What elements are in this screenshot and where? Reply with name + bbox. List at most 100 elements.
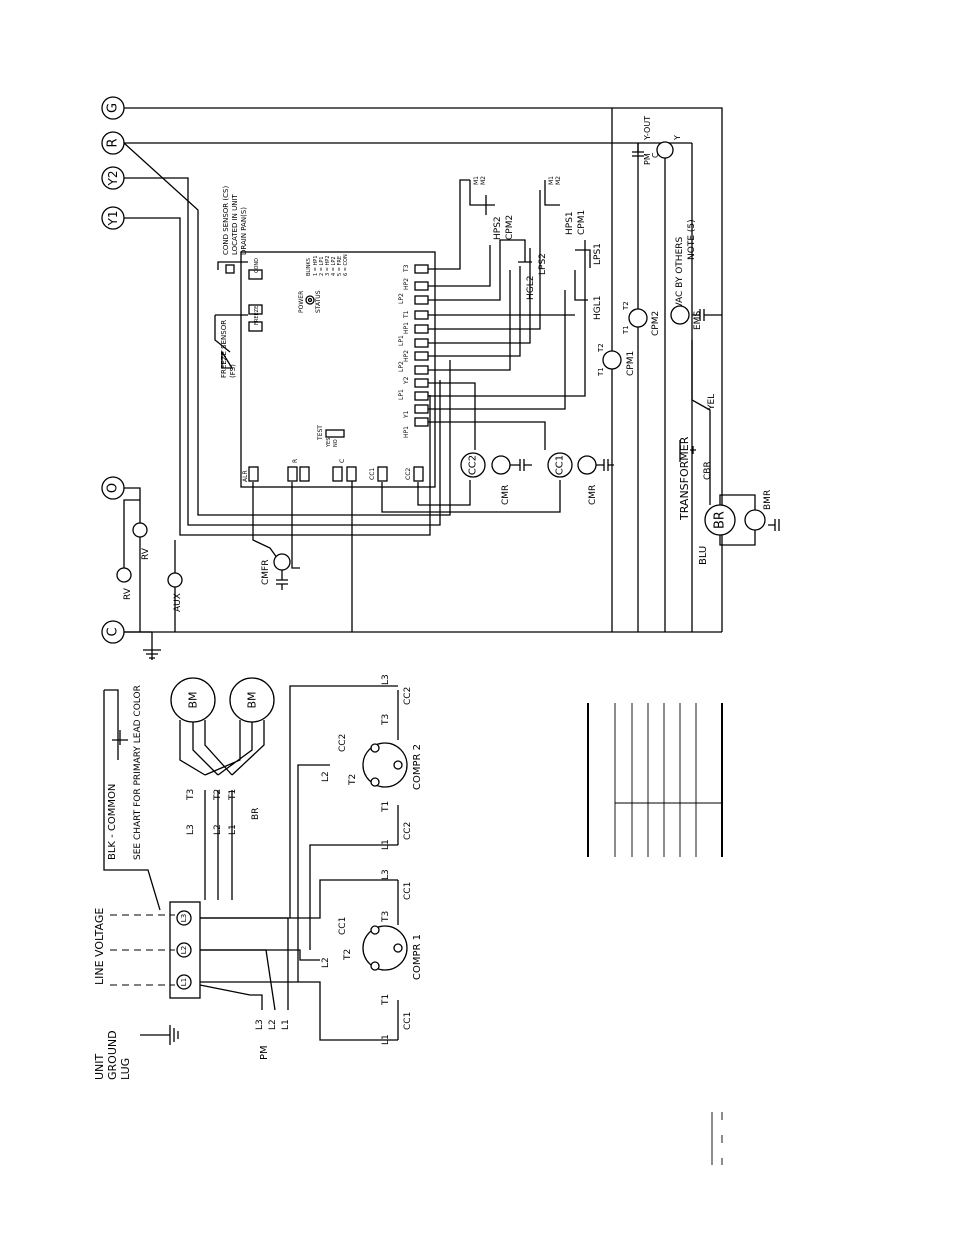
ems-label: EMS bbox=[693, 311, 703, 330]
blk-common-label: BLK - COMMON bbox=[107, 784, 118, 860]
pin-hp2-b-label: HP2 bbox=[403, 278, 410, 290]
terminal-y1-label: Y1 bbox=[106, 211, 120, 227]
transformer-label: TRANSFORMER bbox=[678, 436, 691, 521]
cpm1-t1: T1 bbox=[597, 367, 605, 377]
compr-1-cc1-a: CC1 bbox=[338, 917, 348, 935]
pin-cc1-label: CC1 bbox=[369, 468, 376, 480]
m1-label-2: M1 bbox=[473, 176, 480, 185]
test-no-label: NO bbox=[333, 439, 339, 447]
compr-2-cc2-c: CC2 bbox=[403, 687, 413, 705]
cmfr-label: CMFR bbox=[261, 560, 271, 585]
pm-feed-label: PM bbox=[259, 1045, 270, 1060]
pin-y2-label: Y2 bbox=[403, 376, 410, 385]
m2-label-2: M2 bbox=[480, 176, 487, 185]
compr-2-t3: T3 bbox=[381, 714, 391, 726]
cmfr-relay bbox=[273, 553, 291, 571]
pin-r-1 bbox=[287, 466, 298, 482]
freeze-pin-label: FREEZE bbox=[254, 306, 260, 325]
compr-2-label: COMPR 2 bbox=[412, 744, 423, 790]
pin-r-2 bbox=[299, 466, 310, 482]
br-l1: L1 bbox=[228, 824, 238, 835]
lps1-label: LPS1 bbox=[593, 243, 603, 265]
pin-cc2-label: CC2 bbox=[405, 468, 412, 480]
compressor-2 bbox=[362, 742, 408, 788]
y-relay bbox=[656, 141, 674, 159]
compr-1-cc1-c: CC1 bbox=[403, 882, 413, 900]
blinks-2: 2 = LP1 bbox=[319, 256, 325, 276]
compr-1-l2: L2 bbox=[321, 957, 331, 968]
status-label: STATUS bbox=[315, 290, 322, 313]
pin-hp1-b-label: HP1 bbox=[403, 322, 410, 334]
power-label: POWER bbox=[298, 291, 305, 313]
compr-1-l3: L3 bbox=[381, 869, 391, 880]
cpm1-label-relay: CPM1 bbox=[626, 351, 636, 376]
freeze-pin-2 bbox=[248, 321, 263, 332]
rv-label-2: RV bbox=[141, 547, 151, 560]
vac-note-2: NOTE (5) bbox=[687, 219, 697, 260]
pin-alr-label: ALR bbox=[242, 470, 249, 482]
terminal-y2-label: Y2 bbox=[106, 171, 120, 187]
terminal-c-label: C bbox=[106, 627, 121, 636]
pin-t3-label: T3 bbox=[403, 264, 410, 273]
bm-motor-1-label: BM bbox=[187, 691, 200, 708]
pin-r-label: R bbox=[292, 459, 299, 463]
cpm1-t2: T2 bbox=[597, 343, 605, 353]
pin-t1-label: T1 bbox=[403, 310, 410, 319]
compr-2-cc2-b: CC2 bbox=[403, 822, 413, 840]
lead-color-chart bbox=[587, 703, 723, 857]
pin-t3 bbox=[414, 264, 429, 274]
power-section: UNIT GROUND LUG LINE VOLTAGE L3 L2 L1 BL… bbox=[93, 674, 423, 1080]
revision-marks bbox=[711, 1112, 723, 1165]
pin-hp2-a-label: HP2 bbox=[403, 350, 410, 362]
pin-y1-label: Y1 bbox=[403, 410, 410, 419]
cpm2-label-relay: CPM2 bbox=[651, 311, 661, 336]
aux-label: AUX bbox=[173, 593, 183, 612]
hgl1-label: HGL1 bbox=[593, 296, 603, 320]
ems-relay bbox=[670, 305, 690, 325]
freeze-sensor-text-1: FREEZE SENSOR bbox=[220, 320, 228, 378]
compr-2-l3: L3 bbox=[381, 674, 391, 685]
yel-label: YEL bbox=[707, 394, 717, 411]
m1-label-1: M1 bbox=[548, 176, 555, 185]
y-out-label: Y-OUT bbox=[643, 116, 652, 141]
compressor-1 bbox=[362, 925, 408, 971]
cond-sensor-text-2: LOCATED IN UNIT bbox=[231, 193, 239, 255]
test-jumper[interactable] bbox=[325, 429, 345, 438]
blinks-title: BLINKS bbox=[306, 258, 312, 276]
pin-hp1-label: HP1 bbox=[403, 426, 410, 438]
pin-alr bbox=[248, 466, 259, 482]
cmr-coil-2 bbox=[491, 455, 511, 475]
y-label: Y bbox=[673, 135, 682, 141]
pin-cc1 bbox=[377, 466, 388, 482]
pin-lp2-b-label: LP2 bbox=[398, 293, 405, 304]
lps2-label: LPS2 bbox=[538, 253, 548, 275]
cpm2-label: CPM2 bbox=[505, 215, 515, 240]
line-voltage-label: LINE VOLTAGE bbox=[93, 908, 106, 985]
see-chart-label: SEE CHART FOR PRIMARY LEAD COLOR bbox=[133, 685, 143, 860]
pm-label: PM bbox=[643, 153, 652, 165]
pin-c-2 bbox=[346, 466, 357, 482]
cpm1-label: CPM1 bbox=[577, 210, 587, 235]
pin-y1 bbox=[414, 404, 429, 414]
pin-lp2-a-label: LP2 bbox=[398, 361, 405, 372]
cc1-coil bbox=[547, 452, 573, 478]
compr-1-label: COMPR 1 bbox=[412, 934, 423, 980]
compr-1-cc1-b: CC1 bbox=[403, 1012, 413, 1030]
br-t1: T1 bbox=[228, 789, 238, 801]
pin-hp2-b bbox=[414, 281, 429, 291]
tb-l2-label: L2 bbox=[180, 946, 188, 954]
tb-l1-label: L1 bbox=[180, 978, 188, 986]
blinks-4: 4 = LP2 bbox=[331, 256, 337, 276]
cmr-label-2: CMR bbox=[501, 485, 511, 505]
compr-1-t2: T2 bbox=[343, 949, 353, 961]
br-t3: T3 bbox=[186, 789, 196, 801]
pin-lp1-b-label: LP1 bbox=[398, 335, 405, 346]
rv-coil-1 bbox=[116, 567, 132, 583]
cmr-label-1: CMR bbox=[588, 485, 598, 505]
vac-note-1: 24VAC BY OTHERS bbox=[675, 236, 685, 320]
cc1-coil-label: CC1 bbox=[555, 455, 566, 475]
cond-sensor bbox=[225, 264, 235, 274]
cc2-coil-label: CC2 bbox=[468, 455, 479, 475]
pin-c-label: C bbox=[339, 459, 346, 463]
